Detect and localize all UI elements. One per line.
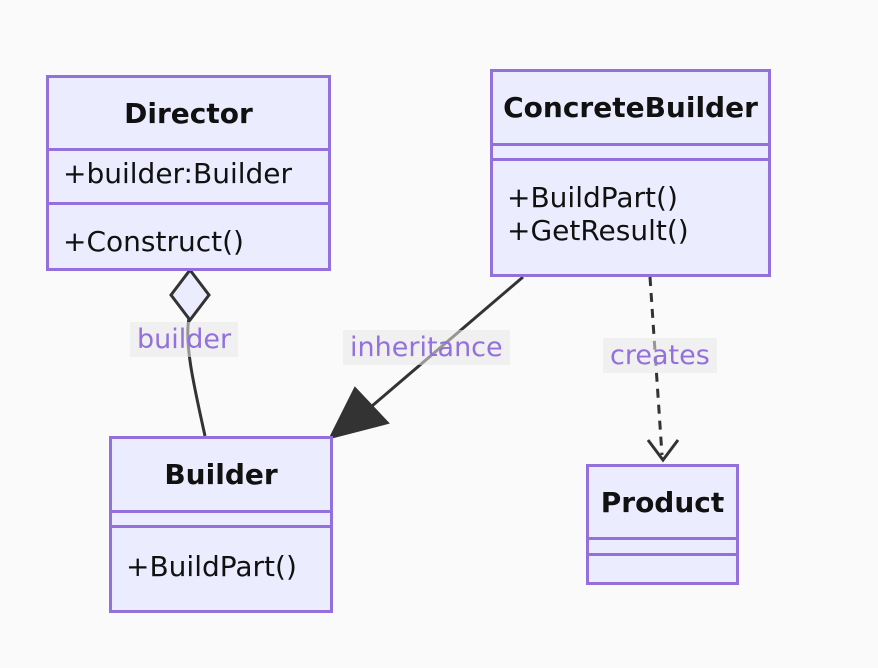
attributes-section <box>112 510 330 525</box>
edge-label-inheritance: inheritance <box>343 330 510 365</box>
attributes-section: +builder:Builder <box>49 148 328 202</box>
inheritance-arrowhead <box>328 386 390 440</box>
class-builder: Builder +BuildPart() <box>109 436 333 613</box>
methods-section: +BuildPart() <box>112 525 330 610</box>
class-name: ConcreteBuilder <box>503 91 758 124</box>
methods-section: +Construct() <box>49 202 328 268</box>
dependency-arrowhead <box>646 439 680 463</box>
method: +BuildPart() <box>126 550 297 583</box>
class-name: Product <box>600 485 725 519</box>
aggregation-diamond <box>169 267 211 323</box>
class-director: Director +builder:Builder +Construct() <box>46 75 331 271</box>
attributes-section <box>589 537 736 553</box>
class-name: Builder <box>164 458 278 491</box>
method: +BuildPart() <box>507 181 678 214</box>
attribute: +builder:Builder <box>63 157 293 190</box>
method: +Construct() <box>63 225 244 258</box>
methods-section <box>589 553 736 582</box>
methods-section: +BuildPart() +GetResult() <box>493 158 768 274</box>
class-concrete-builder: ConcreteBuilder +BuildPart() +GetResult(… <box>490 69 771 277</box>
class-product: Product <box>586 464 739 585</box>
edge-label-builder: builder <box>130 322 239 357</box>
dependency-edge <box>648 276 664 456</box>
class-name: Director <box>124 96 253 130</box>
edge-label-creates: creates <box>603 338 717 373</box>
attributes-section <box>493 143 768 158</box>
method: +GetResult() <box>507 214 689 247</box>
